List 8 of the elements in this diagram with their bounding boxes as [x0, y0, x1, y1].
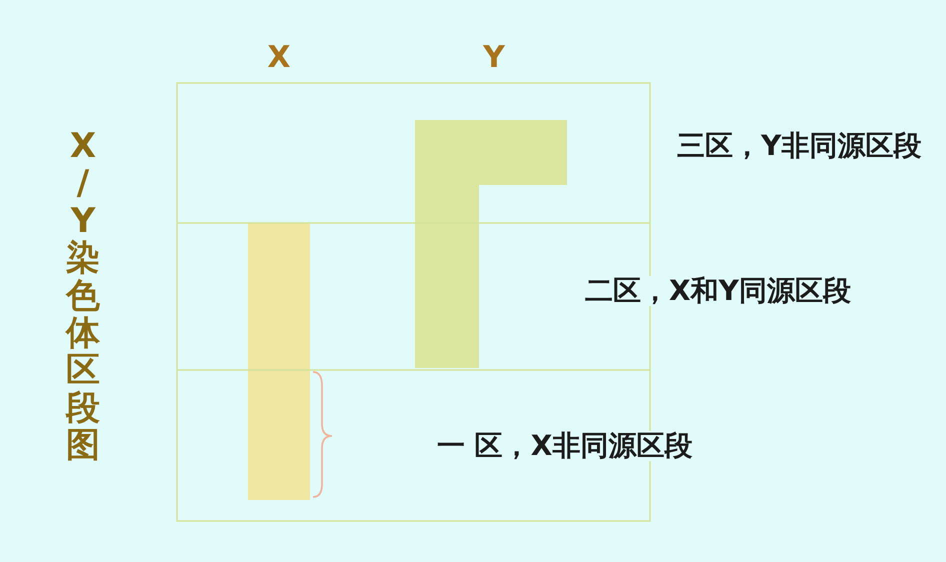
region-description: 二区，X和Y同源区段	[583, 276, 853, 306]
y-chromosome-bar	[415, 120, 567, 368]
region-description: 一 区，X非同源区段	[435, 431, 694, 461]
column-heading: Y	[483, 43, 505, 73]
vertical-title: X/Y染色体区段图	[66, 128, 100, 465]
column-heading: X	[267, 43, 291, 73]
region-description: 三区，Y非同源区段	[675, 131, 924, 161]
x-chromosome-bar	[248, 223, 310, 500]
